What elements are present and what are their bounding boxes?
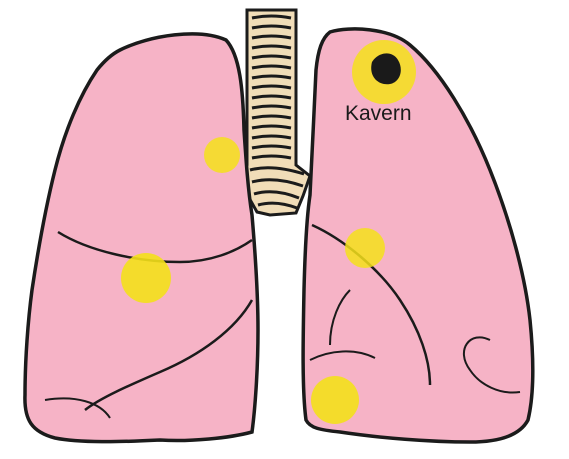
lesion-mid-right (345, 228, 385, 268)
lesion-lower-right (311, 376, 359, 424)
trachea (243, 10, 310, 215)
lesion-mid-left (121, 253, 171, 303)
right-lung (303, 29, 533, 442)
cavity-label: Kavern (345, 102, 412, 125)
left-lung (25, 34, 258, 442)
lesion-upper-left (204, 137, 240, 173)
